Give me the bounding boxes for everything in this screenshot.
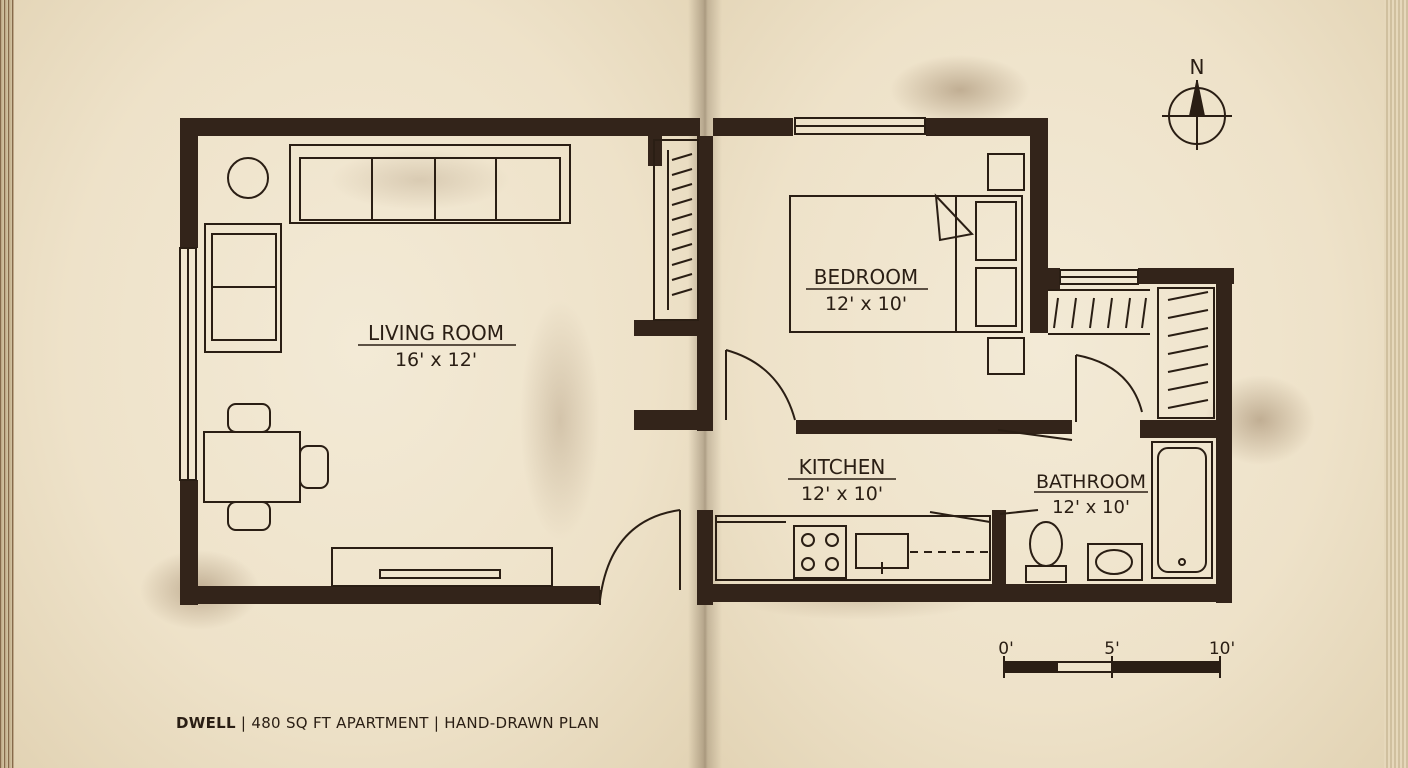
bathroom-fixtures <box>997 429 1213 583</box>
footer-area: 480 SQ FT APARTMENT <box>251 714 429 732</box>
footer-separator: | <box>428 714 445 732</box>
scale-label-5: 5' <box>1104 639 1120 659</box>
compass-label: N <box>1190 55 1205 79</box>
bedroom-closet <box>1048 287 1215 419</box>
bedroom-size: 12' x 10' <box>825 293 907 315</box>
kitchen-size: 12' x 10' <box>801 483 883 505</box>
book-edge-left <box>0 0 16 768</box>
footer-separator: | <box>235 714 252 732</box>
footer-caption: DWELL | 480 SQ FT APARTMENT | HAND-DRAWN… <box>176 714 599 732</box>
bathroom-name: BATHROOM <box>1036 471 1146 493</box>
living-closet <box>653 139 699 321</box>
walls <box>180 118 1234 605</box>
bedroom-furniture <box>789 153 1025 375</box>
living-room-furniture <box>203 144 571 587</box>
compass-icon <box>1162 80 1232 150</box>
scale-label-0: 0' <box>998 639 1014 659</box>
kitchen-counters <box>715 515 991 581</box>
room-labels: LIVING ROOM 16' x 12' BEDROOM 12' x 10' … <box>358 265 1148 518</box>
bathroom-size: 12' x 10' <box>1052 497 1130 518</box>
footer-brand: DWELL <box>176 714 236 732</box>
doors <box>599 349 1143 605</box>
book-edge-right <box>1384 0 1408 768</box>
living-room-name: LIVING ROOM <box>368 321 504 345</box>
bedroom-name: BEDROOM <box>814 265 918 289</box>
footer-style: HAND-DRAWN PLAN <box>444 714 600 732</box>
living-room-size: 16' x 12' <box>395 349 477 371</box>
scale-label-10: 10' <box>1209 639 1235 659</box>
kitchen-name: KITCHEN <box>799 455 886 479</box>
windows <box>179 117 1139 481</box>
scale-bar: 0' 5' 10' <box>998 639 1235 678</box>
